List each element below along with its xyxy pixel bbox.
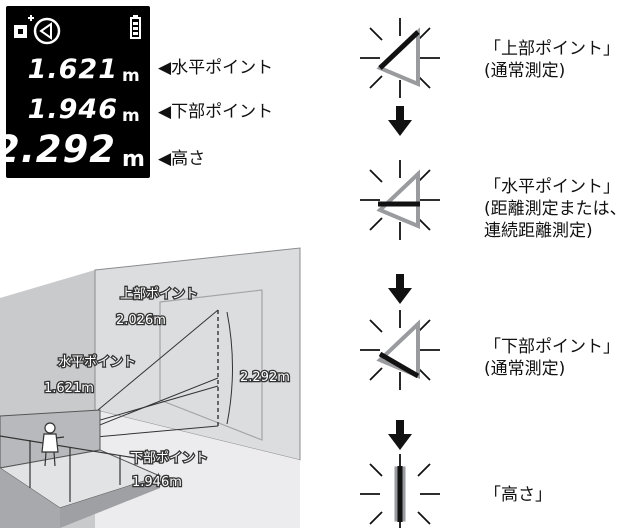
step-top-line1: 「上部ポイント」 [484,39,620,59]
step-indicators [359,17,441,528]
battery-icon [130,15,141,39]
step-horizontal-label: 「水平ポイント」 (距離測定または、 連続距離測定) [484,176,627,242]
arrow-down-3 [388,420,412,450]
scene-bottom-label: 下部ポイント [130,451,208,466]
step-top-line2: (通常測定) [484,61,566,81]
step-bottom-icon [359,309,441,391]
step-bottom-label: 「下部ポイント」 (通常測定) [484,336,620,380]
scene-bottom-value: 1.946m [132,475,182,490]
step-height-icon [359,453,441,528]
balcony-side [0,468,60,528]
step-top-label: 「上部ポイント」 (通常測定) [484,38,620,82]
scene-top-label: 上部ポイント [120,287,198,302]
person-figure [41,422,65,467]
measurement-scene: 上部ポイント 2.026m 水平ポイント 1.621m 2.292m 下部ポイン… [0,247,301,528]
reading-top: 1.621 [27,54,118,85]
label-height: ◀高さ [158,149,206,169]
target-icon [33,17,61,45]
display-status-icons [14,15,141,45]
step-bottom-line1: 「下部ポイント」 [484,337,620,357]
step-top-icon [359,17,441,99]
label-horizontal-point: ◀水平ポイント [158,58,274,78]
step-horizontal-line2: (距離測定または、 [484,199,627,219]
reading-bottom: 2.292 [0,128,116,171]
label-bottom-point: ◀下部ポイント [158,102,274,122]
step-horizontal-line1: 「水平ポイント」 [484,177,620,197]
balcony-edge [60,476,160,528]
unit-top: m [122,66,140,86]
scene-height-value: 2.292m [240,370,290,385]
lcd-display: 1.621 m 1.946 m 2.292 m [0,6,150,178]
unit-mid: m [122,106,140,126]
step-height-line1: 「高さ」 [484,485,552,505]
scene-horizontal-label: 水平ポイント [58,355,136,370]
step-bottom-line2: (通常測定) [484,359,566,379]
window-frame [159,289,263,441]
arrow-down-2 [388,274,412,304]
scene-top-value: 2.026m [116,313,166,328]
laser-mode-icon [14,15,34,38]
step-horizontal-line3: 連続距離測定) [484,221,593,241]
unit-bottom: m [122,147,145,172]
scene-horizontal-value: 1.621m [44,381,94,396]
floor [95,410,300,528]
step-height-label: 「高さ」 [484,484,552,506]
arrow-down-1 [388,106,412,136]
reading-mid: 1.946 [27,94,118,125]
height-bracket [226,311,233,425]
railing [0,435,161,502]
step-horizontal-icon [359,159,441,241]
